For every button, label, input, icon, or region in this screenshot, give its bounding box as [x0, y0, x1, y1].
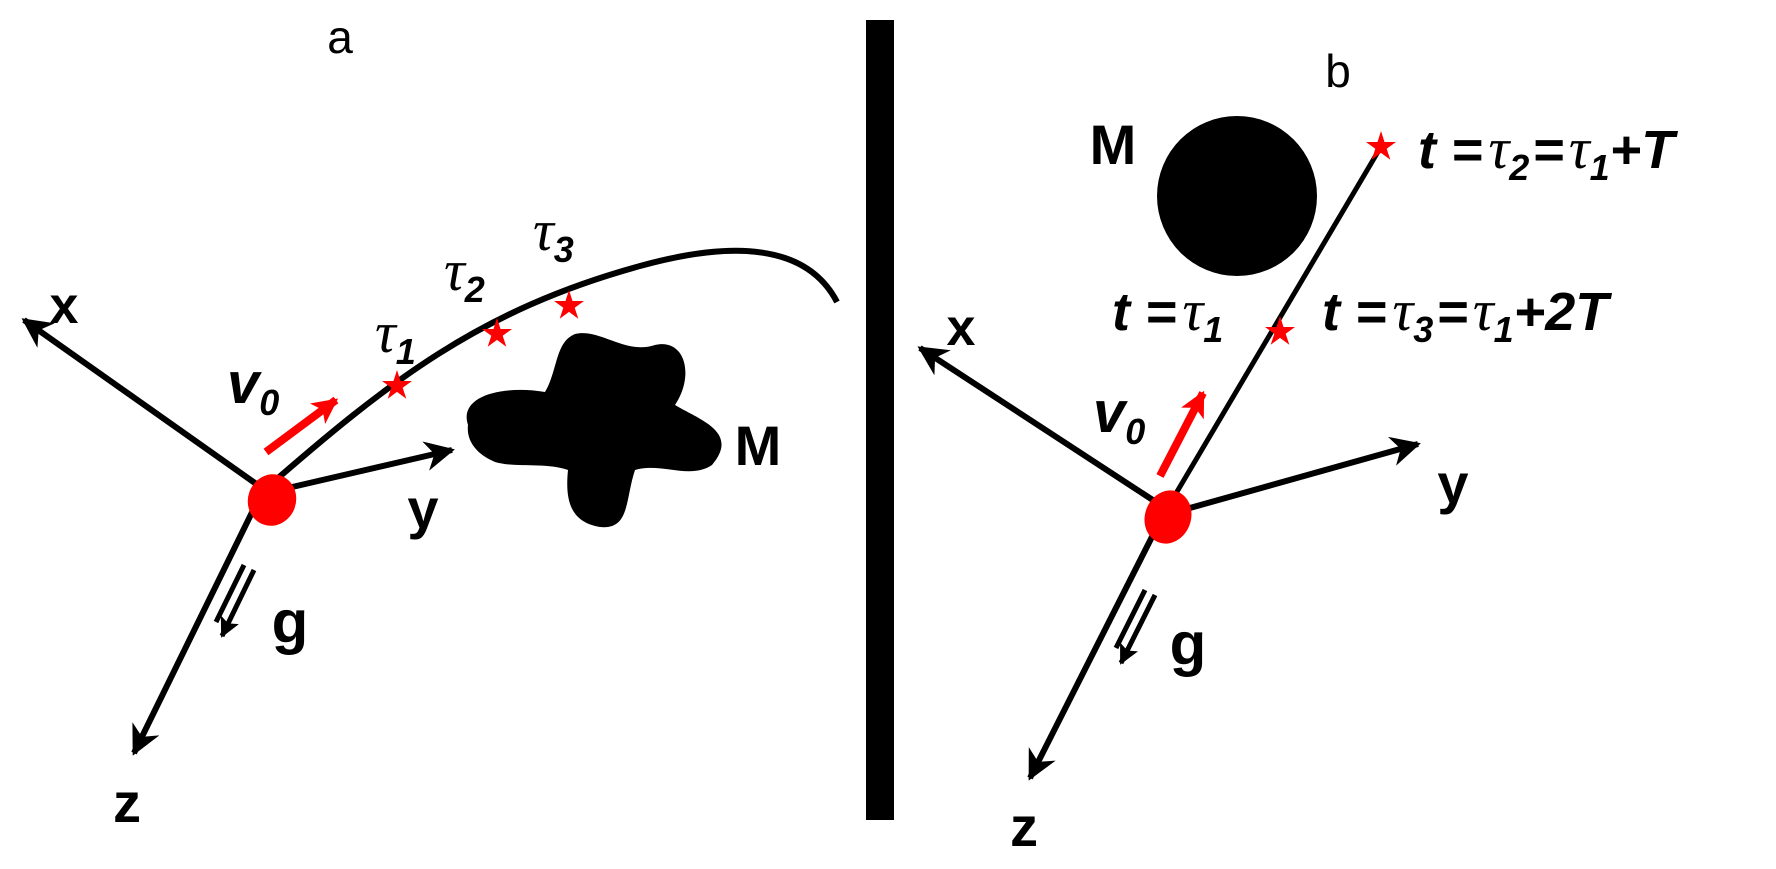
panel-a-y-axis	[261, 441, 455, 497]
panel-b-particle	[1144, 490, 1192, 544]
panel-a-tau-3-label: τ3	[533, 198, 574, 270]
panel-b-x-label: x	[947, 299, 976, 357]
panel-a-y-label: y	[407, 477, 438, 540]
panel-b-z-axis	[1027, 513, 1166, 781]
panel-a-tau-2-label: τ2	[444, 238, 485, 310]
panel-b-velocity-arrow	[1156, 390, 1207, 478]
panel-a-x-label: x	[50, 277, 79, 335]
panel-a-tau-1-label: τ1	[375, 300, 416, 372]
panel-divider	[866, 20, 894, 820]
panel-b-eq-tau2: t =τ2=τ1+T	[1418, 116, 1678, 188]
panel-b-eq-tau3: t =τ3=τ1+2T	[1322, 278, 1612, 350]
panel-a-marker-3	[554, 290, 584, 319]
panel-a-mass-label: M	[735, 414, 782, 477]
panel-a: a x y z g v0 τ1 τ2 τ3 M	[21, 11, 840, 834]
panel-a-marker-1	[382, 370, 412, 399]
panel-a-letter: a	[327, 11, 353, 63]
panel-b: b x y z g v0 M t =τ1 t =τ3=τ1+2T t =τ2=τ…	[917, 45, 1678, 858]
panel-a-particle	[247, 474, 297, 526]
panel-b-eq-tau1: t =τ1	[1112, 278, 1223, 350]
panel-b-z-label: z	[1010, 795, 1038, 858]
panel-a-gravity-arrow	[213, 563, 257, 638]
panel-a-z-axis	[131, 494, 263, 756]
panel-b-x-axis	[917, 345, 1167, 511]
panel-b-gravity-arrow	[1113, 588, 1158, 665]
panel-b-marker-1-3	[1265, 316, 1295, 345]
panel-b-y-axis	[1171, 436, 1421, 516]
panel-a-velocity-label: v0	[227, 351, 279, 423]
panel-b-marker-2	[1366, 131, 1396, 160]
panel-a-trajectory	[260, 247, 840, 495]
panel-a-z-label: z	[113, 771, 141, 834]
panel-b-velocity-label: v0	[1093, 380, 1145, 452]
panel-b-gravity-label: g	[1170, 610, 1207, 677]
panel-b-mass-label: M	[1090, 113, 1137, 176]
panel-a-marker-2	[482, 318, 512, 347]
panel-b-letter: b	[1325, 45, 1351, 97]
panel-a-gravity-label: g	[272, 588, 309, 655]
panel-a-mass-body	[466, 333, 722, 528]
panel-b-mass-body	[1157, 116, 1317, 276]
panel-a-x-axis	[21, 317, 264, 491]
panel-b-y-label: y	[1437, 452, 1468, 515]
panel-a-velocity-arrow	[263, 396, 339, 456]
